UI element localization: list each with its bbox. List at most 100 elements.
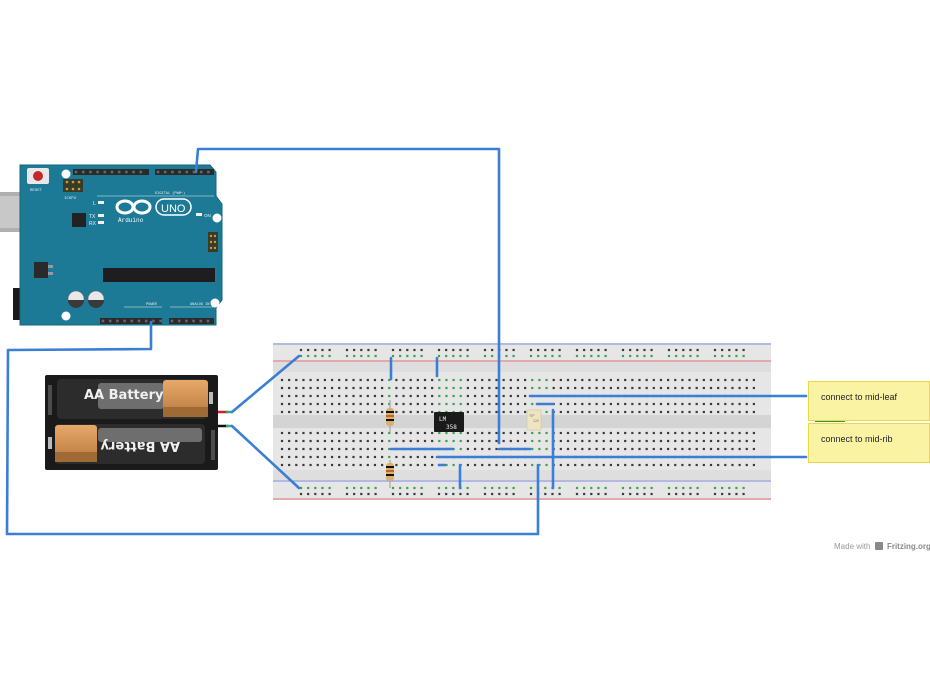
breadboard-hole — [309, 447, 312, 451]
breadboard-hole — [302, 386, 305, 390]
breadboard-hole — [695, 431, 698, 435]
breadboard-hole — [595, 378, 598, 382]
battery-holder[interactable]: AA Battery AA Battery — [45, 375, 232, 470]
resistor-r2[interactable] — [386, 460, 394, 488]
breadboard-hole — [345, 447, 348, 451]
wire-battery-positive[interactable] — [230, 354, 301, 414]
arduino-uno-board[interactable]: RESET ICSP2 DIGITAL (PWM~) L TX RX — [0, 164, 223, 326]
rail-hole — [636, 348, 639, 352]
rail-hole — [360, 486, 363, 490]
breadboard-hole — [359, 463, 362, 467]
breadboard-hole — [452, 463, 455, 467]
breadboard-hole — [280, 394, 284, 398]
breadboard-hole — [309, 463, 312, 467]
rail-hole — [413, 492, 416, 496]
arduino-pcb — [20, 165, 222, 325]
breadboard-hole — [330, 431, 334, 435]
breadboard-hole — [395, 386, 398, 390]
breadboard-hole — [531, 386, 534, 390]
breadboard-hole — [481, 410, 484, 414]
rail-hole — [643, 492, 646, 496]
breadboard[interactable] — [273, 343, 771, 500]
breadboard-hole — [681, 386, 684, 390]
rail-hole — [537, 348, 540, 352]
breadboard-hole — [280, 463, 284, 467]
breadboard-hole — [545, 439, 548, 443]
header-pin — [170, 319, 174, 323]
breadboard-hole — [288, 431, 291, 435]
rail-hole — [544, 354, 547, 358]
breadboard-hole — [352, 378, 355, 382]
breadboard-hole — [381, 447, 384, 451]
header-pin — [163, 170, 167, 174]
breadboard-hole — [409, 394, 412, 398]
breadboard-hole — [438, 386, 441, 390]
breadboard-hole — [616, 410, 620, 414]
breadboard-hole — [459, 439, 462, 443]
breadboard-hole — [545, 386, 548, 390]
breadboard-hole — [545, 463, 548, 467]
breadboard-hole — [616, 378, 620, 382]
credit-brand: Fritzing.org — [886, 542, 930, 551]
breadboard-hole — [373, 447, 377, 451]
breadboard-hole — [667, 463, 670, 467]
rail-hole — [636, 492, 639, 496]
wire-battery-negative[interactable] — [230, 424, 301, 490]
breadboard-hole — [531, 431, 534, 435]
breadboard-hole — [652, 402, 655, 406]
breadboard-hole — [345, 402, 348, 406]
breadboard-hole — [352, 455, 355, 459]
breadboard-hole — [488, 431, 491, 435]
breadboard-hole — [702, 386, 705, 390]
breadboard-hole — [702, 410, 705, 414]
lm358-chip[interactable]: LM 358 — [434, 412, 464, 432]
breadboard-hole — [373, 386, 377, 390]
breadboard-hole — [488, 463, 491, 467]
breadboard-hole — [388, 447, 391, 451]
analog-label: ANALOG IN — [190, 303, 209, 307]
breadboard-hole — [602, 410, 605, 414]
header-pin — [185, 170, 189, 174]
note-mid-rib[interactable]: connect to mid-rib — [808, 423, 930, 463]
breadboard-hole — [373, 431, 377, 435]
breadboard-hole — [524, 463, 527, 467]
rail-hole — [629, 348, 632, 352]
rail-hole — [583, 492, 586, 496]
breadboard-hole — [574, 463, 577, 467]
note-mid-leaf[interactable]: connect to mid-leaf — [808, 381, 930, 421]
breadboard-hole — [302, 455, 305, 459]
breadboard-hole — [445, 431, 448, 435]
rail-hole — [420, 354, 423, 358]
breadboard-hole — [652, 386, 655, 390]
breadboard-hole — [631, 463, 634, 467]
breadboard-hole — [280, 447, 284, 451]
breadboard-hole — [416, 455, 419, 459]
breadboard-hole — [695, 402, 698, 406]
breadboard-hole — [473, 463, 477, 467]
breadboard-hole — [738, 378, 741, 382]
rail-hole — [721, 354, 724, 358]
resistor-r1[interactable] — [386, 400, 394, 432]
breadboard-hole — [309, 455, 312, 459]
breadboard-hole — [724, 463, 727, 467]
breadboard-hole — [545, 431, 548, 435]
breadboard-hole — [531, 447, 534, 451]
breadboard-hole — [566, 463, 570, 467]
breadboard-hole — [473, 439, 477, 443]
rail-hole — [713, 348, 717, 352]
wire-digital-to-board[interactable] — [194, 147, 501, 445]
breadboard-hole — [531, 378, 534, 382]
breadboard-hole — [502, 378, 505, 382]
breadboard-hole — [338, 447, 341, 451]
tip120-transistor[interactable]: TIP 120 — [526, 409, 542, 431]
breadboard-hole — [667, 410, 670, 414]
breadboard-hole — [602, 402, 605, 406]
breadboard-hole — [659, 410, 663, 414]
rail-hole — [413, 486, 416, 490]
breadboard-hole — [330, 439, 334, 443]
rail-hole — [328, 492, 331, 496]
breadboard-hole — [724, 378, 727, 382]
wire-gnd-loop[interactable] — [5, 320, 540, 536]
breadboard-hole — [659, 463, 663, 467]
breadboard-hole — [652, 447, 655, 451]
